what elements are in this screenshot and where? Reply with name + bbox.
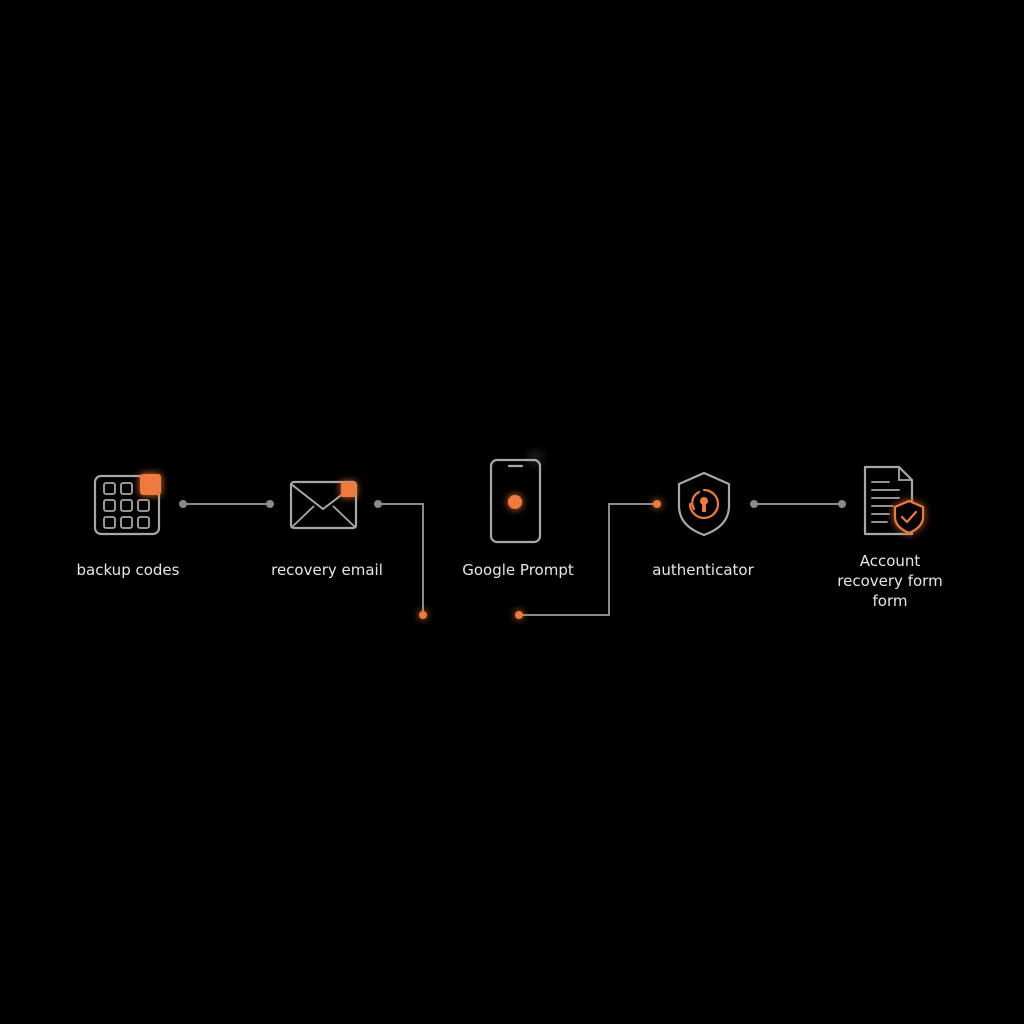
document-shield-icon [863, 465, 925, 536]
step-label-google-prompt: Google Prompt [462, 561, 574, 579]
step-label-line: recovery form [837, 572, 943, 590]
step-label-recovery-email: recovery email [271, 561, 383, 579]
step-label-authenticator: authenticator [652, 561, 754, 579]
connector-backup-to-email [179, 500, 274, 508]
step-label-line: Account [859, 552, 921, 570]
connector-authenticator-to-form [750, 500, 846, 508]
connector-prompt-to-authenticator [515, 500, 661, 619]
envelope-icon [289, 480, 358, 530]
grid-keypad-icon [93, 474, 161, 536]
shield-keyhole-icon [677, 471, 731, 537]
step-label-account-recovery-form: Account recovery form form [815, 551, 965, 611]
step-label-line: form [872, 592, 908, 610]
step-label-backup-codes: backup codes [76, 561, 180, 579]
connector-email-to-prompt [374, 500, 427, 619]
smartphone-icon [489, 444, 550, 544]
